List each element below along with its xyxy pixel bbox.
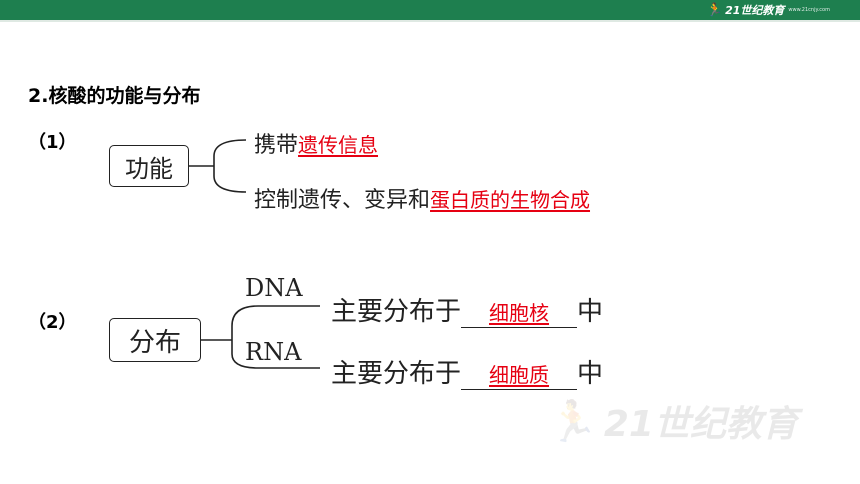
dna-distribution-prefix: 主要分布于 bbox=[331, 297, 462, 327]
rna-distribution-suffix: 中 bbox=[577, 359, 604, 389]
dna-blank: 细胞核 bbox=[461, 298, 578, 328]
function-branch-1: 携带遗传信息 bbox=[254, 127, 378, 159]
watermark-text: 21世纪教育 bbox=[603, 404, 798, 445]
rna-distribution: 主要分布于 细胞质 中 bbox=[331, 353, 603, 390]
rna-answer: 细胞质 bbox=[489, 363, 550, 387]
top-banner bbox=[0, 0, 860, 20]
dna-label: DNA bbox=[245, 274, 303, 302]
brand-logo-url: www.21cnjy.com bbox=[788, 7, 830, 13]
rna-distribution-prefix: 主要分布于 bbox=[331, 359, 462, 389]
section2-number: （2） bbox=[28, 312, 77, 333]
function-branch-2-prefix: 控制遗传、变异和 bbox=[254, 188, 431, 213]
section-heading: 2.核酸的功能与分布 bbox=[28, 85, 201, 107]
dna-distribution: 主要分布于 细胞核 中 bbox=[331, 291, 603, 328]
distribution-box: 分布 bbox=[109, 318, 201, 362]
function-branch-1-answer: 遗传信息 bbox=[298, 133, 379, 157]
distribution-bracket-fork bbox=[231, 305, 320, 369]
brand-logo: 🏃 21世纪教育 www.21cnjy.com bbox=[707, 2, 830, 18]
dna-distribution-suffix: 中 bbox=[577, 297, 604, 327]
function-branch-1-prefix: 携带 bbox=[254, 133, 299, 158]
section1-number: （1） bbox=[28, 132, 77, 153]
rna-blank: 细胞质 bbox=[461, 360, 578, 390]
watermark: 🏃 21世纪教育 bbox=[548, 392, 833, 450]
dna-answer: 细胞核 bbox=[489, 301, 550, 325]
function-bracket-fork bbox=[213, 139, 247, 193]
runner-logo-icon: 🏃 bbox=[706, 2, 724, 18]
brand-logo-text: 21世纪教育 bbox=[725, 4, 785, 17]
top-banner-divider bbox=[0, 20, 860, 22]
watermark-runner-icon: 🏃 bbox=[548, 398, 598, 445]
rna-label: RNA bbox=[245, 338, 302, 366]
function-box: 功能 bbox=[109, 145, 189, 187]
function-branch-2: 控制遗传、变异和蛋白质的生物合成 bbox=[254, 182, 590, 214]
function-branch-2-answer: 蛋白质的生物合成 bbox=[430, 188, 591, 212]
